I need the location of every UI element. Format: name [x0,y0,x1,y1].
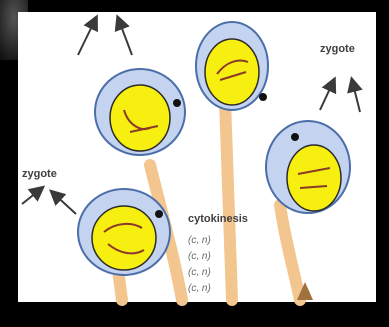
notation-2: (c, n) [188,251,211,262]
notation-3: (c, n) [188,267,211,278]
cell-lower-left [78,189,170,275]
label-cytokinesis: cytokinesis [188,213,248,225]
label-zygote-right: zygote [320,43,355,55]
cell-upper-left [95,69,185,155]
notation-1: (c, n) [188,235,211,246]
notation-4: (c, n) [188,283,211,294]
label-zygote-left: zygote [22,168,57,180]
cell-right [266,121,350,213]
stalk-top-center [225,100,232,300]
cell-top-center [196,22,268,110]
